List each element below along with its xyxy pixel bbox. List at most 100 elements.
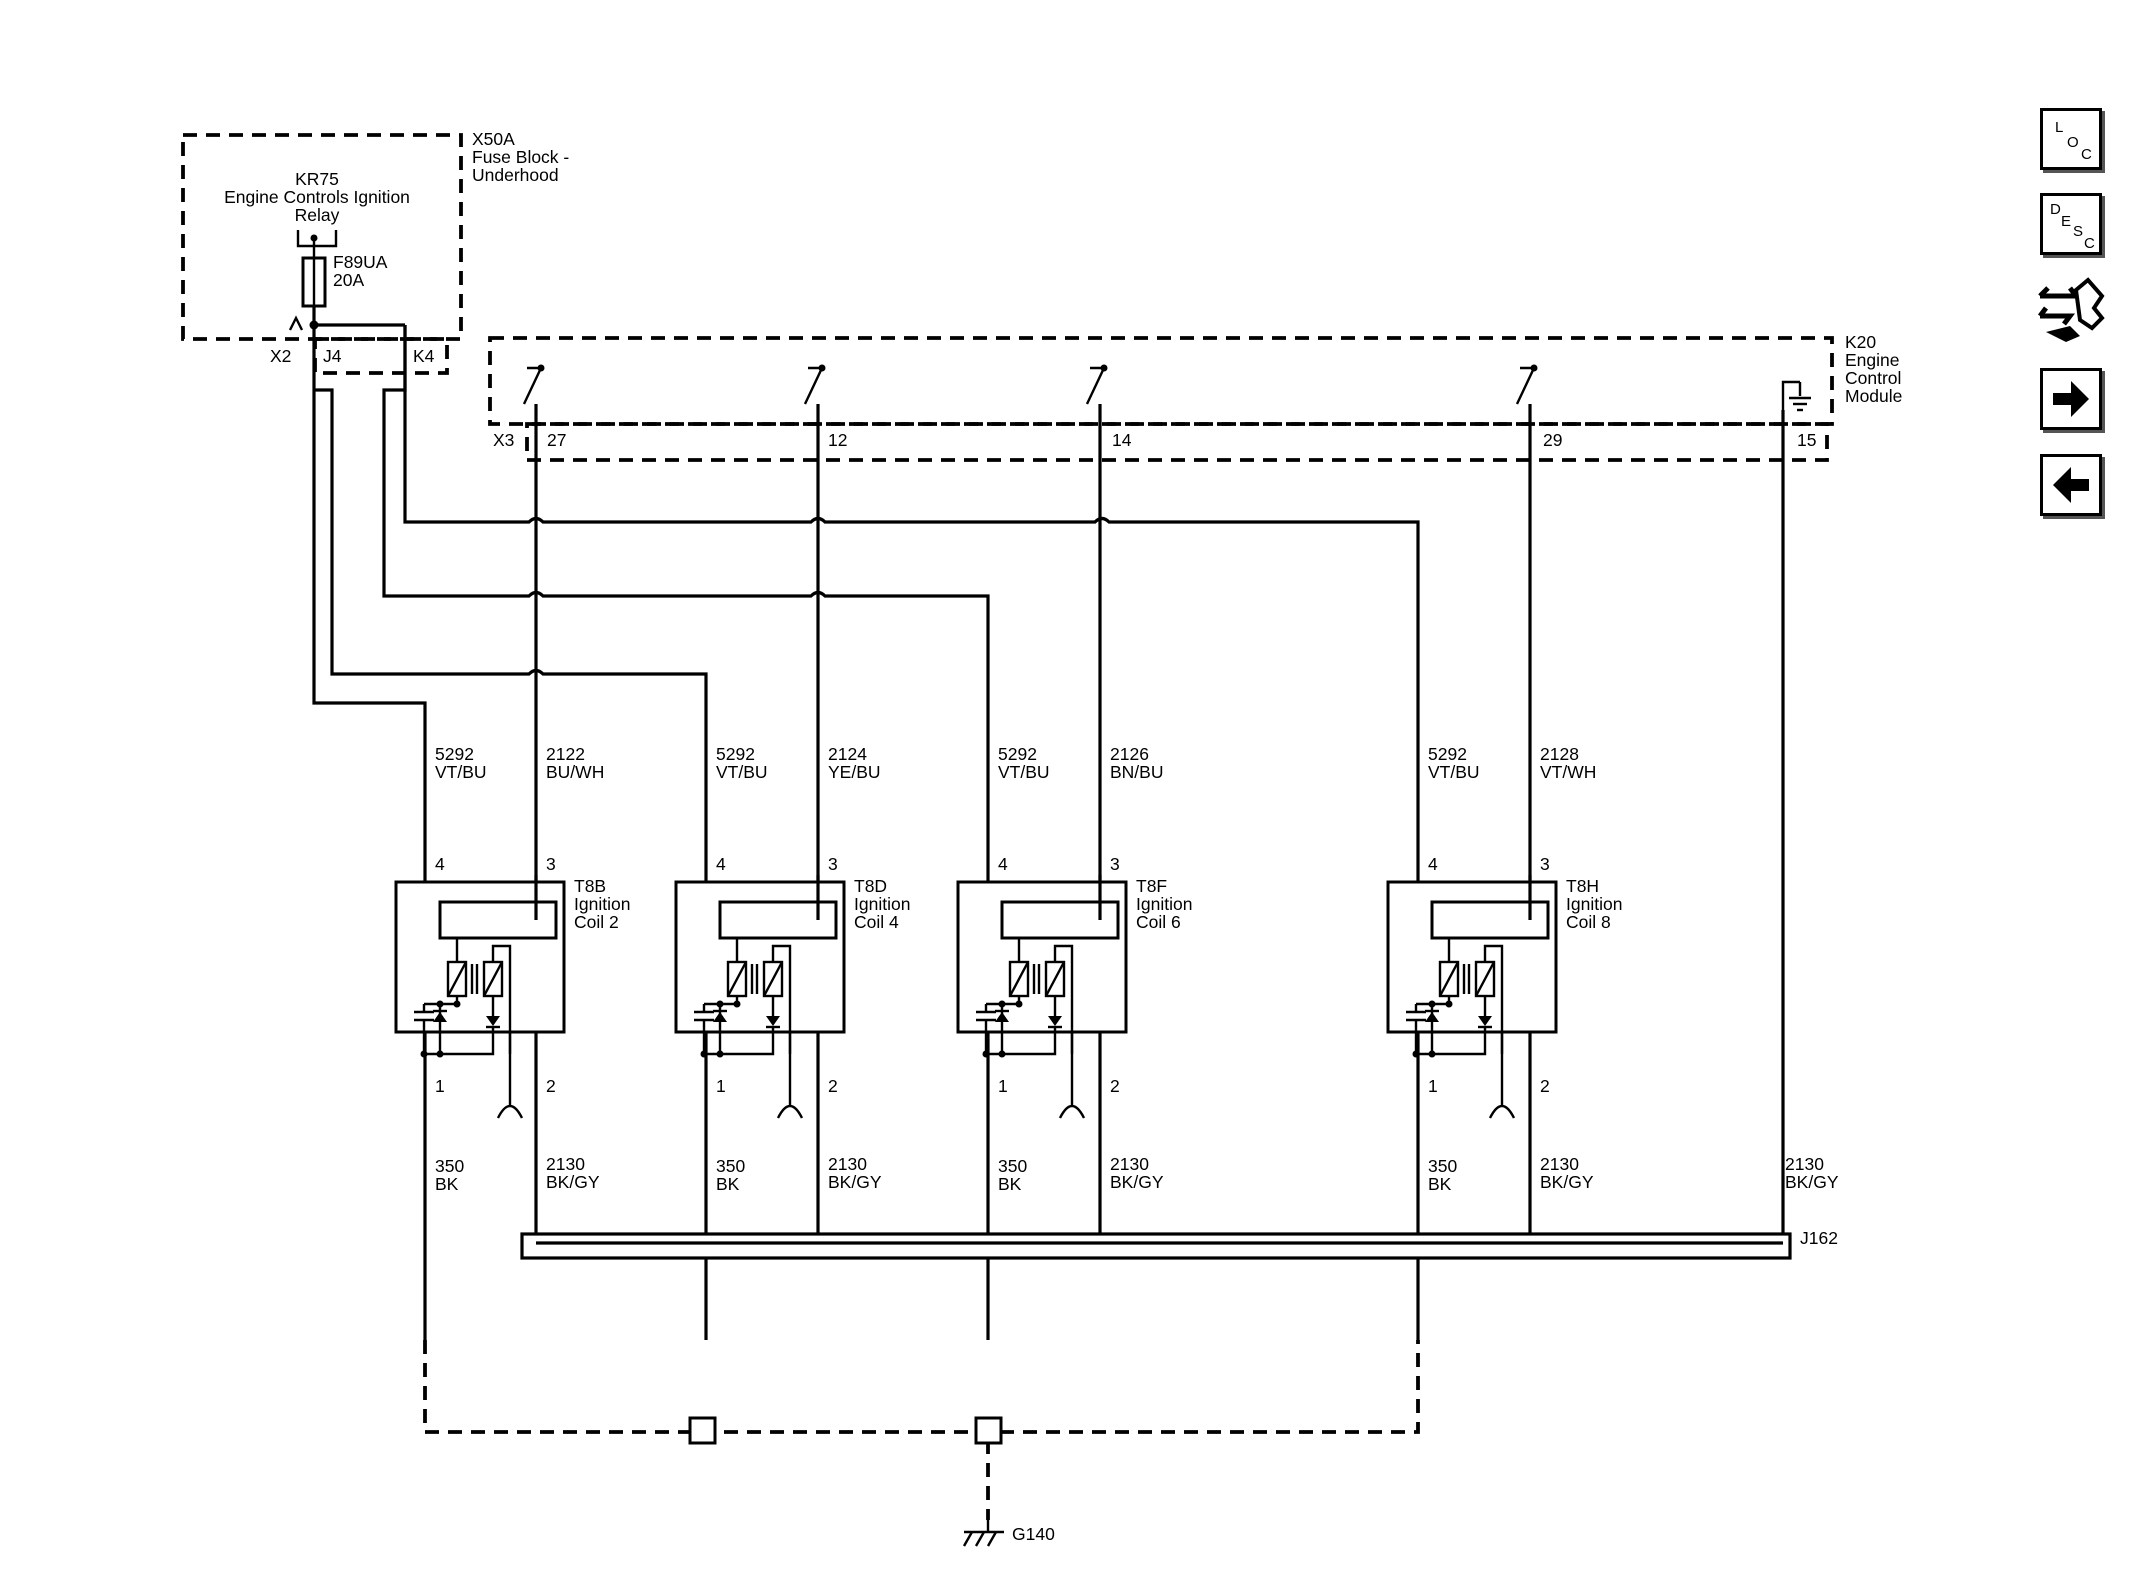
coil-pin-ground: 1: [435, 1076, 445, 1096]
coil-ground-color: BK: [998, 1174, 1022, 1194]
coil-ref-color: BK/GY: [1540, 1172, 1594, 1192]
fuse-block-name-1: Fuse Block -: [472, 147, 569, 167]
coil-power-color: VT/BU: [435, 762, 487, 782]
coil-name-2: Coil 2: [574, 912, 619, 932]
coil-pin-ref: 2: [1110, 1076, 1120, 1096]
relay-contact-icon: [296, 230, 338, 248]
coil-control-color: BU/WH: [546, 762, 604, 782]
coil-ref-color: BK/GY: [1110, 1172, 1164, 1192]
coil-pin-control: 3: [1540, 854, 1550, 874]
ecm-ground-icon: [1781, 380, 1811, 412]
coil-ref-color: BK/GY: [546, 1172, 600, 1192]
connector-x2: X2: [270, 346, 291, 366]
connector-wrench-icon[interactable]: [2036, 276, 2106, 344]
coil-pin-ref: 2: [546, 1076, 556, 1096]
coil-ref-color: BK/GY: [828, 1172, 882, 1192]
coil-pin-power: 4: [716, 854, 726, 874]
desc-letter-e: E: [2061, 213, 2072, 230]
coil-control-color: VT/WH: [1540, 762, 1596, 782]
fuse-block-x50a: X50A Fuse Block - Underhood KR75 Engine …: [181, 129, 569, 375]
coil-pin-power: 4: [1428, 854, 1438, 874]
coil-pin-control: 3: [828, 854, 838, 874]
coil-ground-color: BK: [435, 1174, 459, 1194]
desc-letter-s: S: [2073, 223, 2084, 240]
coil-name-1: Ignition: [854, 894, 910, 914]
ecm-connector-x3: X3: [493, 430, 514, 450]
coil-ground-circuit: 350: [998, 1156, 1027, 1176]
previous-page-button[interactable]: [2040, 454, 2102, 516]
coil-id: T8F: [1136, 876, 1167, 896]
coil-name-2: Coil 6: [1136, 912, 1181, 932]
chassis-ground-icon: [962, 1520, 1004, 1547]
ground-point: G140: [1012, 1524, 1055, 1544]
fuse-block-name-2: Underhood: [472, 165, 559, 185]
description-button[interactable]: D E S C: [2040, 193, 2102, 255]
arrow-right-icon: [2053, 381, 2089, 417]
power-feed-wiring: [312, 325, 1420, 875]
spark-plug-icon: [1488, 1032, 1516, 1119]
coil-ground-circuit: 350: [716, 1156, 745, 1176]
coil-control-circuit: 2124: [828, 744, 867, 764]
coil-power-circuit: 5292: [1428, 744, 1467, 764]
control-wiring: [534, 404, 1785, 1240]
fuse-rating: 20A: [333, 270, 364, 290]
spark-plug-icon: [776, 1032, 804, 1119]
coil-name-1: Ignition: [574, 894, 630, 914]
coil-name-2: Coil 8: [1566, 912, 1611, 932]
coil-power-color: VT/BU: [1428, 762, 1480, 782]
splice-j162: J162: [520, 1228, 1838, 1260]
coil-pin-ground: 1: [716, 1076, 726, 1096]
coil-pin-power: 4: [435, 854, 445, 874]
coil-control-color: YE/BU: [828, 762, 881, 782]
arrow-left-icon: [2053, 467, 2089, 503]
ecm-ground-circuit: 2130: [1785, 1154, 1824, 1174]
ecm-pin-15: 15: [1797, 430, 1816, 450]
coil-name-2: Coil 4: [854, 912, 899, 932]
location-button[interactable]: L O C: [2040, 108, 2102, 170]
loc-letter-l: L: [2055, 119, 2064, 136]
splice-id: J162: [1800, 1228, 1838, 1248]
next-page-button[interactable]: [2040, 368, 2102, 430]
desc-letter-d: D: [2050, 201, 2061, 218]
connector-j4: J4: [323, 346, 342, 366]
ecm-pin-27: 27: [547, 430, 566, 450]
coil-power-circuit: 5292: [998, 744, 1037, 764]
ecm-pin-29: 29: [1543, 430, 1562, 450]
coil-power-circuit: 5292: [716, 744, 755, 764]
spark-plug-icon: [496, 1032, 524, 1119]
coil-ref-circuit: 2130: [1540, 1154, 1579, 1174]
ecm-ground-color: BK/GY: [1785, 1172, 1839, 1192]
coil-pin-power: 4: [998, 854, 1008, 874]
ecm-pin-14: 14: [1112, 430, 1132, 450]
coil-control-color: BN/BU: [1110, 762, 1163, 782]
coil-ref-circuit: 2130: [546, 1154, 585, 1174]
coil-pin-control: 3: [546, 854, 556, 874]
coil-name-1: Ignition: [1566, 894, 1622, 914]
ecm-name-2: Control: [1845, 368, 1901, 388]
coil-pin-ref: 2: [1540, 1076, 1550, 1096]
relay-name-2: Relay: [295, 205, 340, 225]
ecm-name-3: Module: [1845, 386, 1902, 406]
coil-ground-circuit: 350: [1428, 1156, 1457, 1176]
coil-power-color: VT/BU: [998, 762, 1050, 782]
coil-ref-circuit: 2130: [828, 1154, 867, 1174]
loc-letter-c: C: [2081, 146, 2092, 163]
coil-pin-control: 3: [1110, 854, 1120, 874]
ecm-name-1: Engine: [1845, 350, 1900, 370]
coil-control-circuit: 2122: [546, 744, 585, 764]
coil-id: T8B: [574, 876, 606, 896]
spark-plug-icon: [1058, 1032, 1086, 1119]
coil-ground-circuit: 350: [435, 1156, 464, 1176]
coil-power-color: VT/BU: [716, 762, 768, 782]
fuse-id: F89UA: [333, 252, 388, 272]
connector-k4: K4: [413, 346, 435, 366]
coil-pin-ground: 1: [1428, 1076, 1438, 1096]
ecm-pin-12: 12: [828, 430, 847, 450]
desc-letter-c: C: [2084, 235, 2095, 252]
